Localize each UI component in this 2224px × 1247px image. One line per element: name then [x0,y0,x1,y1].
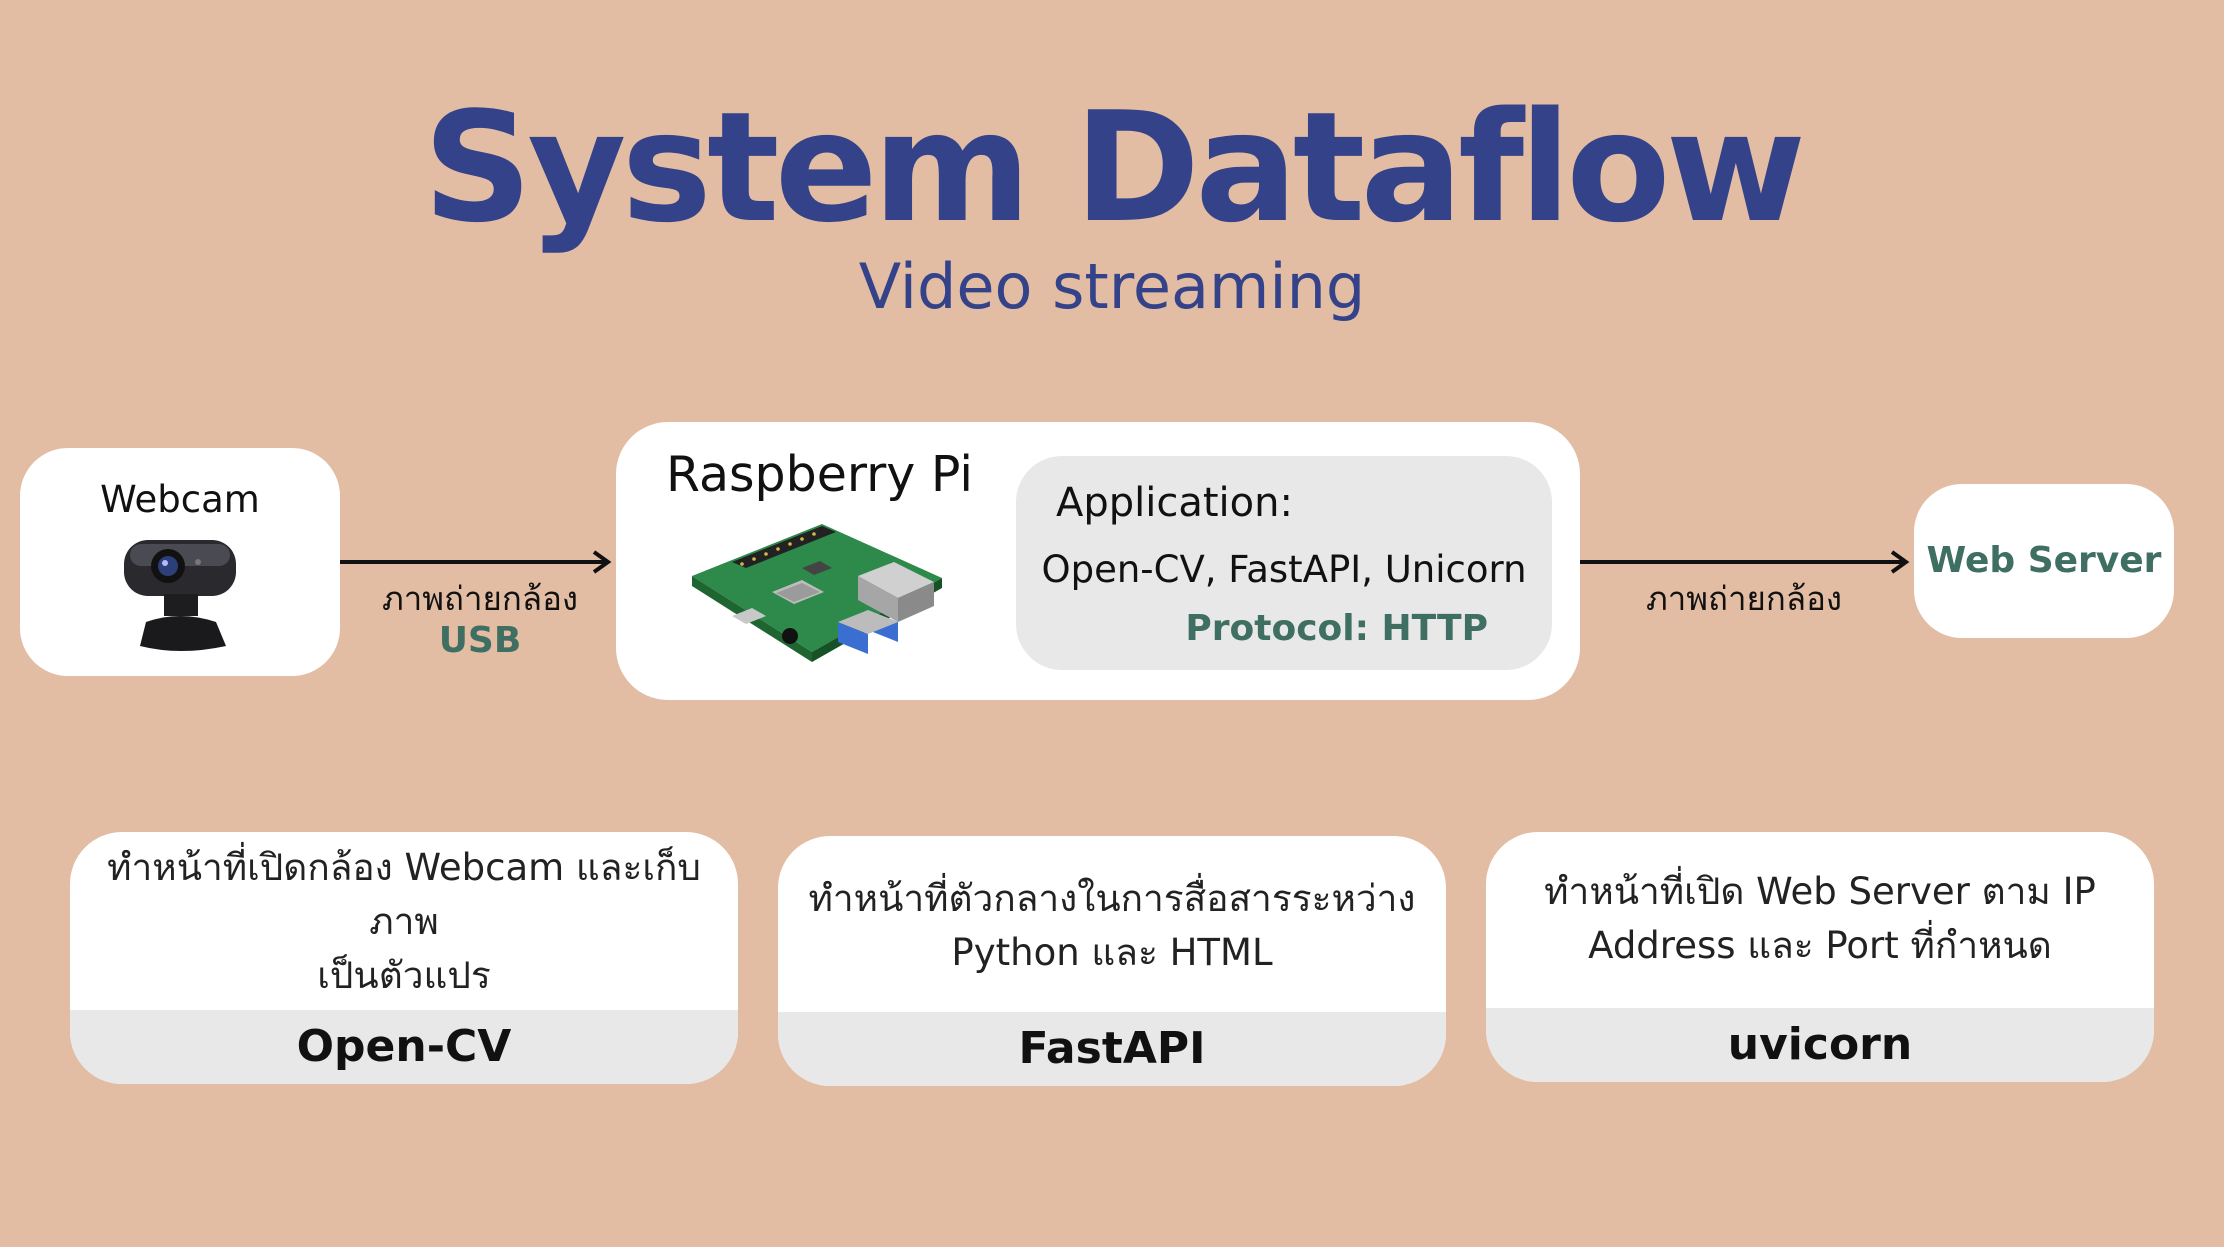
webcam-icon [124,540,236,651]
opencv-card: ทำหน้าที่เปิดกล้อง Webcam และเก็บภาพเป็น… [70,832,738,1084]
web-server-label: Web Server [1926,540,2162,581]
page-subtitle: Video streaming [858,250,1366,323]
link2-label: ภาพถ่ายกล้อง [1645,579,1843,618]
raspberry-pi-label: Raspberry Pi [666,446,973,503]
page-title: System Dataflow [422,79,1806,256]
opencv-name: Open-CV [70,1010,738,1084]
arrow-webcam-to-pi [340,550,612,574]
web-server-node: Web Server [1914,484,2174,638]
link1-usb-label: USB [438,620,522,661]
raspberry-pi-board-icon [692,524,942,662]
protocol-label: Protocol: HTTP [1185,608,1488,649]
webcam-node: Webcam [20,448,340,676]
application-list: Open-CV, FastAPI, Unicorn [1041,548,1527,591]
application-panel: Application: Open-CV, FastAPI, Unicorn P… [1016,456,1552,670]
raspberry-pi-node: Raspberry Pi Application: Open-CV, FastA… [616,422,1580,700]
fastapi-name: FastAPI [778,1012,1446,1086]
opencv-description: ทำหน้าที่เปิดกล้อง Webcam และเก็บภาพเป็น… [107,846,701,997]
arrow-pi-to-webserver [1580,550,1910,574]
uvicorn-name: uvicorn [1486,1008,2154,1082]
application-title: Application: [1056,480,1293,526]
link1-label: ภาพถ่ายกล้อง [381,579,579,618]
webcam-label: Webcam [100,478,260,521]
